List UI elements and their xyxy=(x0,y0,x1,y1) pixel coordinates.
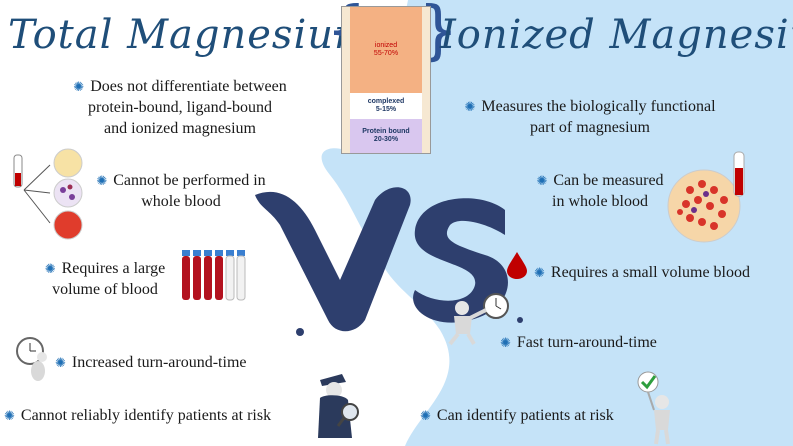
segment-ionized: ionized 55-70% xyxy=(350,7,422,93)
right-point-3: ✺Requires a small volume blood xyxy=(534,264,750,281)
blood-drop-icon xyxy=(507,252,527,279)
vs-icon xyxy=(255,187,523,336)
title-total-magnesium: Total Magnesium xyxy=(8,12,373,58)
left-point-3: ✺Requires a large volume of blood xyxy=(44,260,166,298)
segment-complexed: complexed 5-15% xyxy=(350,93,422,119)
left-point-1: ✺Does not differentiate between protein-… xyxy=(73,78,287,137)
left-point-2: ✺Cannot be performed in whole blood xyxy=(96,172,266,210)
detective-icon xyxy=(318,374,359,438)
right-point-5: ✺Can identify patients at risk xyxy=(420,407,614,424)
asterisk-bullet-icon: ✺ xyxy=(73,79,85,94)
left-point-4: ✺Increased turn-around-time xyxy=(55,354,247,371)
asterisk-bullet-icon: ✺ xyxy=(464,99,476,114)
left-point-5: ✺Cannot reliably identify patients at ri… xyxy=(4,407,272,424)
clock-person-icon xyxy=(16,337,47,381)
right-point-1: ✺Measures the biologically functional pa… xyxy=(464,98,716,136)
magnesium-distribution-bar: ionized 55-70% complexed 5-15% Protein b… xyxy=(341,6,431,154)
asterisk-bullet-icon: ✺ xyxy=(44,261,56,276)
asterisk-bullet-icon: ✺ xyxy=(96,173,108,188)
asterisk-bullet-icon: ✺ xyxy=(55,355,66,370)
segment-protein-bound: Protein bound 20-30% xyxy=(350,119,422,153)
stopwatch-person-icon xyxy=(448,293,509,346)
asterisk-bullet-icon: ✺ xyxy=(536,173,548,188)
blood-cells-icon xyxy=(667,151,745,243)
right-point-2: ✺Can be measured in whole blood xyxy=(536,172,664,210)
asterisk-bullet-icon: ✺ xyxy=(534,265,545,280)
right-point-4: ✺Fast turn-around-time xyxy=(500,334,657,351)
asterisk-bullet-icon: ✺ xyxy=(420,408,431,423)
blood-tubes-icon xyxy=(182,250,246,301)
checkmark-person-icon xyxy=(637,371,670,445)
asterisk-bullet-icon: ✺ xyxy=(500,335,511,350)
title-ionized-magnesium: Ionized Magnesium xyxy=(440,12,793,58)
blood-separation-icon xyxy=(13,148,83,240)
asterisk-bullet-icon: ✺ xyxy=(4,408,15,423)
